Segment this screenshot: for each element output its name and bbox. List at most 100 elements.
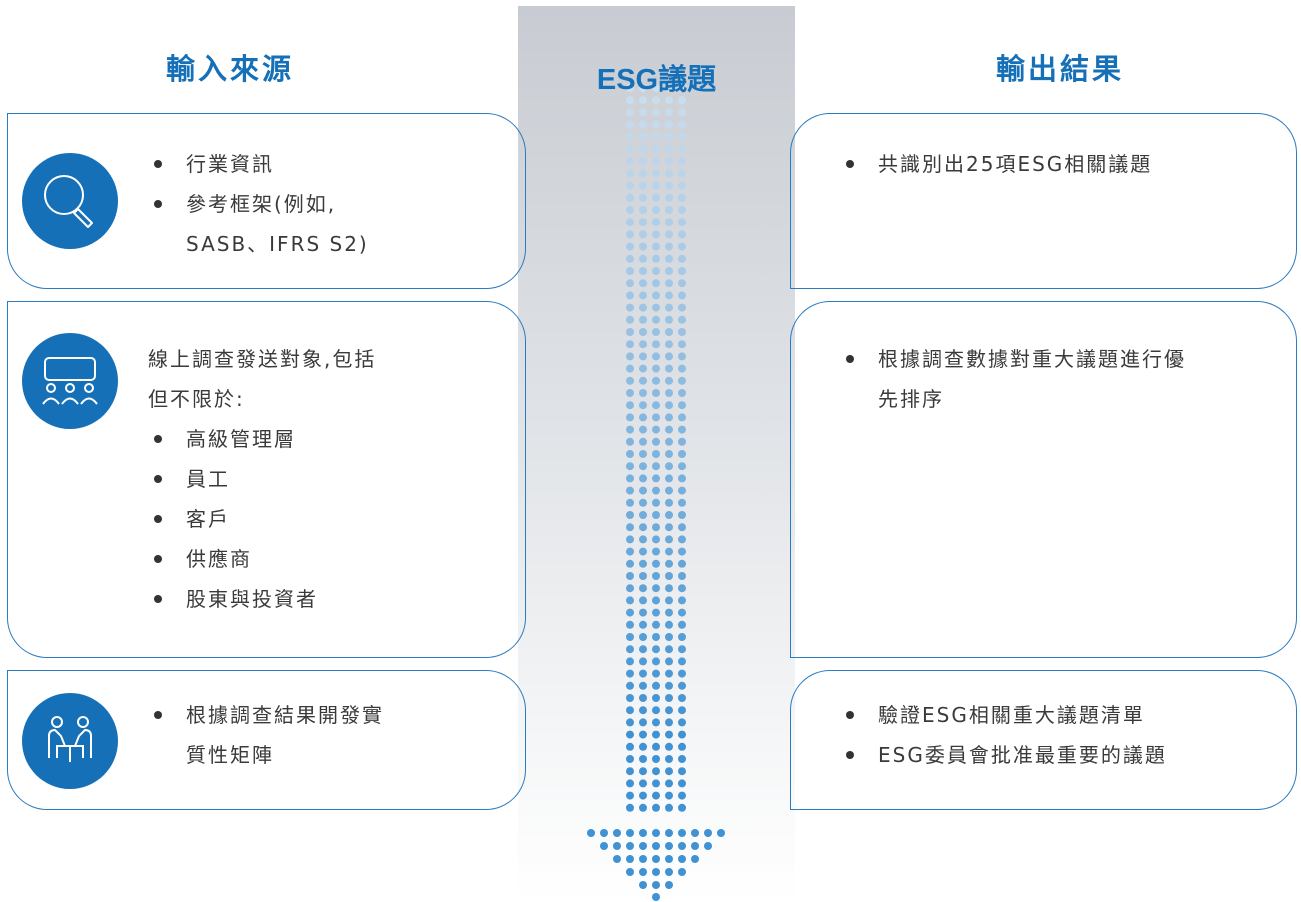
arrow-dot — [639, 608, 647, 617]
arrow-dot — [678, 254, 686, 263]
arrow-dot — [665, 868, 673, 876]
arrow-dot — [626, 340, 634, 349]
arrow-dot — [639, 742, 647, 751]
arrow-dot — [678, 791, 686, 800]
list-item: 行業資訊 — [148, 144, 478, 184]
arrow-dot — [652, 389, 660, 397]
arrow-dot — [665, 694, 673, 702]
arrow-dot — [626, 779, 634, 788]
arrow-dot — [652, 523, 660, 532]
arrow-dot — [639, 633, 647, 641]
arrow-dot — [678, 511, 686, 519]
arrow-dot — [652, 511, 660, 519]
arrow-dot — [665, 108, 673, 117]
arrow-dot — [652, 425, 660, 434]
arrow-dot — [639, 364, 647, 373]
arrow-dot — [600, 829, 608, 837]
arrow-dot — [678, 437, 686, 446]
arrow-dot — [678, 291, 686, 300]
arrow-dot — [652, 218, 660, 227]
arrow-dot — [678, 181, 686, 190]
arrow-dot — [652, 230, 660, 239]
arrow-dot — [678, 572, 686, 580]
arrow-dot — [639, 498, 647, 507]
arrow-dot — [639, 829, 647, 837]
input-box-research — [7, 113, 526, 289]
arrow-dot — [665, 755, 673, 763]
arrow-dot — [665, 193, 673, 202]
arrow-dot — [626, 96, 634, 105]
arrow-dot — [626, 694, 634, 702]
arrow-dot — [665, 559, 673, 568]
arrow-dot — [652, 413, 660, 422]
arrow-dot — [678, 279, 686, 288]
arrow-dot — [678, 803, 686, 812]
arrow-dot — [639, 120, 647, 129]
arrow-dot — [665, 96, 673, 105]
arrow-dot — [678, 157, 686, 166]
arrow-dot — [639, 157, 647, 166]
arrow-dot — [626, 84, 634, 92]
arrow-dot — [626, 829, 634, 837]
arrow-dot — [639, 669, 647, 678]
arrow-dot — [626, 425, 634, 434]
arrow-dot — [626, 169, 634, 178]
arrow-dot — [652, 718, 660, 727]
arrow-dot — [665, 523, 673, 532]
arrow-dot — [639, 254, 647, 263]
arrow-dot — [626, 842, 634, 850]
arrow-dot — [652, 145, 660, 153]
arrow-dot — [678, 96, 686, 105]
output-text-prioritize: 根據調查數據對重大議題進行優 先排序 — [840, 339, 1290, 419]
output-box-validate — [790, 670, 1297, 810]
arrow-dot — [665, 791, 673, 800]
arrow-dot — [665, 620, 673, 629]
arrow-dot — [626, 584, 634, 593]
arrow-dot — [639, 169, 647, 178]
arrow-dot — [665, 842, 673, 850]
arrow-dot — [652, 340, 660, 349]
arrow-dot — [665, 730, 673, 739]
arrow-dot — [678, 829, 686, 837]
arrow-dot — [626, 535, 634, 544]
arrow-dot — [665, 267, 673, 275]
arrow-dot — [665, 511, 673, 519]
arrow-dot — [665, 364, 673, 373]
arrow-dot — [665, 352, 673, 361]
arrow-dot — [639, 657, 647, 666]
arrow-dot — [652, 242, 660, 251]
list-item: 高級管理層 — [148, 419, 478, 459]
arrow-dot — [665, 413, 673, 422]
arrow-dot — [652, 96, 660, 105]
arrow-dot — [678, 779, 686, 788]
arrow-dot — [639, 425, 647, 434]
arrow-dot — [639, 84, 647, 92]
input-text-research: 行業資訊 參考框架(例如, SASB、IFRS S2) — [148, 144, 478, 264]
arrow-dot — [626, 498, 634, 507]
arrow-dot — [639, 145, 647, 153]
input-text-matrix: 根據調查結果開發實 質性矩陣 — [148, 695, 478, 775]
arrow-dot — [665, 462, 673, 471]
arrow-dot — [678, 486, 686, 495]
arrow-dot — [652, 169, 660, 178]
arrow-dot — [639, 596, 647, 605]
arrow-dot — [652, 328, 660, 336]
arrow-dot — [626, 868, 634, 876]
arrow-dot — [665, 376, 673, 385]
arrow-dot — [652, 868, 660, 876]
arrow-dot — [678, 120, 686, 129]
arrow-dot — [652, 645, 660, 654]
arrow-dot — [678, 315, 686, 324]
arrow-dot — [652, 450, 660, 458]
arrow-dot — [626, 303, 634, 312]
input-sources-title: 輸入來源 — [165, 52, 294, 86]
arrow-dot — [665, 742, 673, 751]
arrow-dot — [678, 669, 686, 678]
arrow-dot — [613, 829, 621, 837]
arrow-dot — [626, 474, 634, 483]
arrow-dot — [626, 242, 634, 251]
arrow-dot — [665, 547, 673, 556]
arrow-dot — [626, 145, 634, 153]
arrow-dot — [626, 218, 634, 227]
arrow-dot — [639, 767, 647, 776]
